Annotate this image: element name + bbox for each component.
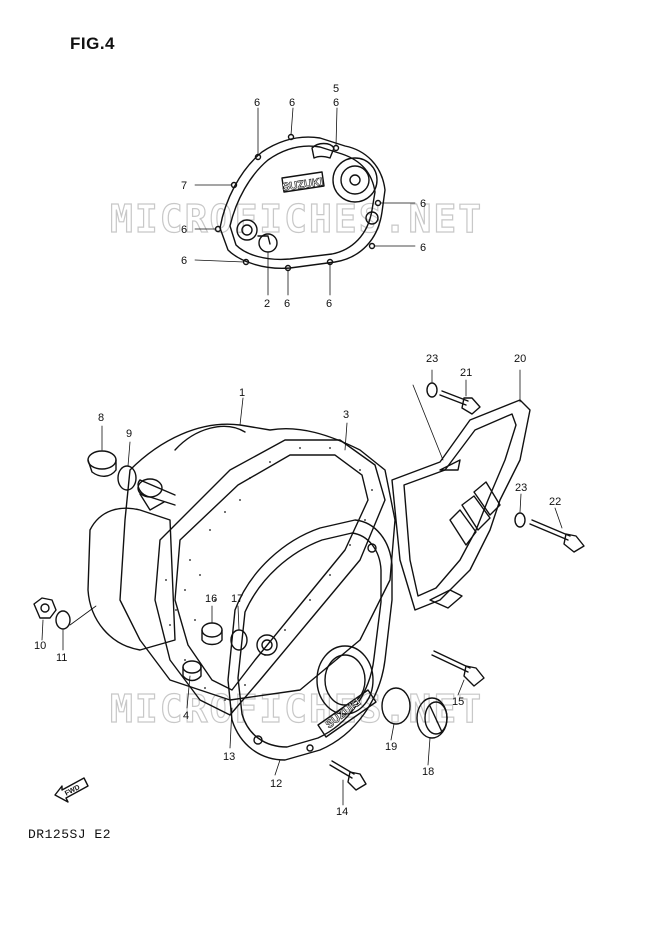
callout-6-a: 6	[254, 97, 260, 109]
bolt-21	[439, 390, 481, 415]
callout-7: 7	[181, 180, 187, 192]
fwd-label: FWD	[64, 784, 81, 798]
callout-2: 2	[264, 298, 270, 310]
callout-6-c: 6	[333, 97, 339, 109]
callout-15: 15	[452, 696, 464, 708]
callout-23-upper: 23	[426, 353, 438, 365]
inspection-cap-18	[416, 697, 448, 739]
dowel-pin-4	[182, 660, 202, 682]
drain-plug	[33, 597, 57, 619]
crankcase-cover	[87, 423, 396, 701]
callout-16: 16	[205, 593, 217, 605]
callout-4: 4	[183, 710, 189, 722]
callout-6-e: 6	[181, 255, 187, 267]
callout-6-i: 6	[326, 298, 332, 310]
callout-10: 10	[34, 640, 46, 652]
figure-title: FIG.4	[70, 34, 116, 53]
clutch-cover-main	[227, 519, 393, 761]
callout-14: 14	[336, 806, 348, 818]
callout-11: 11	[56, 652, 67, 664]
gasket-11	[55, 610, 71, 630]
dowel-pin-16	[201, 622, 223, 646]
bolt-22	[529, 519, 585, 553]
gasket-texture	[165, 447, 373, 701]
callout-18: 18	[422, 766, 434, 778]
fwd-arrow-icon	[54, 777, 89, 803]
callout-6-f: 6	[420, 198, 426, 210]
o-ring-19	[381, 687, 411, 725]
callout-12: 12	[270, 778, 282, 790]
o-ring-17	[230, 629, 248, 651]
callout-6-h: 6	[284, 298, 290, 310]
bolt-14	[329, 760, 367, 791]
callout-8: 8	[98, 412, 104, 424]
callout-3: 3	[343, 409, 349, 421]
bolt-15	[431, 650, 485, 687]
leader-lines	[41, 369, 563, 806]
callout-21: 21	[460, 367, 472, 379]
callout-23-lower: 23	[515, 482, 527, 494]
model-code: DR125SJ E2	[28, 827, 112, 842]
callout-9: 9	[126, 428, 132, 440]
callout-13: 13	[223, 751, 235, 763]
callout-22: 22	[549, 496, 561, 508]
callout-6-b: 6	[289, 97, 295, 109]
watermark-top: MICROFICHES.NET	[110, 197, 483, 241]
watermark-bottom: MICROFICHES.NET	[110, 687, 483, 731]
brand-mark-inset: SUZUKI	[281, 176, 323, 194]
callout-17: 17	[231, 593, 243, 605]
washer-23-upper	[426, 382, 438, 398]
callout-5: 5	[333, 83, 339, 95]
callout-6-g: 6	[420, 242, 426, 254]
washer-23-lower	[514, 512, 526, 528]
callout-1: 1	[239, 387, 245, 399]
filler-neck	[137, 478, 165, 511]
oil-filler-cap	[87, 450, 117, 477]
callout-19: 19	[385, 741, 397, 753]
o-ring-9	[117, 465, 137, 491]
gasket	[154, 439, 386, 716]
callout-6-d: 6	[181, 224, 187, 236]
sprocket-cover	[391, 399, 531, 611]
callout-20: 20	[514, 353, 526, 365]
